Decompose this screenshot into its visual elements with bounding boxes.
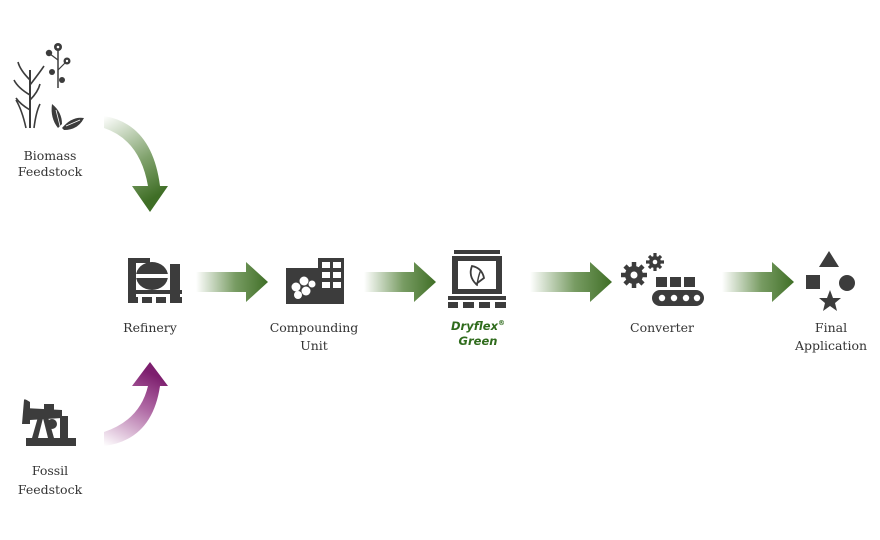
biomass-to-refinery-arrow (104, 116, 168, 212)
biomass-label-line2: Feedstock (18, 164, 83, 179)
dryflex-label-line1: Dryflex® (451, 319, 505, 333)
fossil-label-line2: Feedstock (18, 482, 83, 497)
compounding-to-dryflex-arrow (364, 262, 436, 302)
biomass-label-line1: Biomass (24, 148, 77, 163)
final-label-line2: Application (794, 338, 867, 353)
compounding-label-line1: Compounding (270, 320, 359, 335)
refinery-to-compounding-arrow (196, 262, 268, 302)
converter-to-final-arrow (722, 262, 794, 302)
gears-conveyor-icon (621, 253, 704, 306)
compounding-icon (286, 258, 344, 304)
dryflex-brand-name: Dryflex (451, 319, 499, 333)
oil-pump-icon (22, 399, 76, 446)
dryflex-to-converter-arrow (530, 262, 612, 302)
refinery-icon (128, 258, 182, 303)
fossil-label-line1: Fossil (32, 463, 68, 478)
dryflex-registered-mark: ® (498, 319, 505, 327)
converter-label: Converter (630, 320, 694, 335)
shapes-icon (806, 251, 855, 311)
compounding-label-line2: Unit (300, 338, 328, 353)
final-label-line1: Final (815, 320, 847, 335)
refinery-label: Refinery (123, 320, 178, 335)
fossil-to-refinery-arrow (104, 362, 168, 446)
plants-icon (13, 43, 84, 130)
leaf-box-icon (448, 250, 506, 308)
dryflex-label-line2: Green (459, 334, 498, 348)
